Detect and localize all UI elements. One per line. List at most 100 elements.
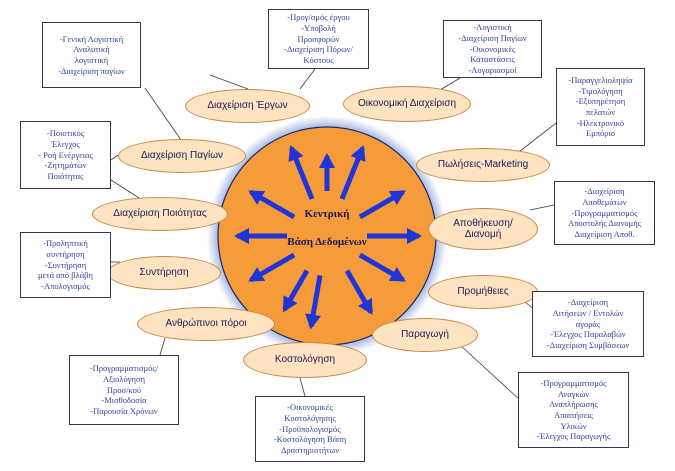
box-line: -Μισθοδοσία (101, 395, 147, 406)
module-sales-marketing[interactable]: Πωλήσεις-Marketing (416, 148, 550, 182)
box-line: -Διαχείριση (567, 297, 609, 308)
box-line: -Διαχείριση Παγίων (458, 33, 527, 44)
arrow-head (283, 295, 298, 313)
box-financial-management: -Λογιστική -Διαχείριση Παγίων -Οικονομικ… (443, 20, 542, 78)
module-procurement[interactable]: Προμήθειες (428, 275, 538, 309)
box-line: -Διαχείριση παγίων (58, 65, 125, 76)
box-line: Προσφορών (297, 33, 340, 44)
module-label: Πωλήσεις-Marketing (437, 159, 529, 171)
box-line: Αναπλήρωσης (549, 399, 598, 410)
box-line: -Τιμολόγηση (578, 85, 623, 96)
module-label: Οικονομική Διαχείριση (357, 98, 457, 110)
box-quality-management: -Ποιοτικός Έλεγχος - Ροή Ενέργειας -Ζητη… (20, 121, 111, 189)
module-costing[interactable]: Κοστολόγηση (243, 342, 367, 378)
connector-line (529, 204, 555, 211)
connector-line (110, 154, 119, 161)
box-line: -Προγραμματισμός (571, 207, 638, 218)
box-line: -Υποβολή (301, 23, 336, 34)
box-line: Ποιότητας (47, 170, 84, 181)
connector-line (514, 119, 561, 156)
module-maintenance[interactable]: Συντήρηση (107, 256, 221, 290)
box-line: Υλικών (560, 420, 587, 431)
box-line: -Συντήρηση (44, 259, 87, 270)
arrow-head (288, 145, 304, 163)
arrow-head (319, 153, 335, 168)
box-line: λογιστική (74, 55, 109, 65)
module-label: Παραγωγή (401, 329, 449, 341)
box-line: μετά από βλάβη (38, 270, 93, 281)
box-line: -Προγραμματισμός (540, 378, 607, 389)
box-line: -Διαχείριση (584, 186, 625, 197)
module-label: Διαχείριση Έργων (207, 100, 288, 112)
box-line: -Έλεγχος Παραλαβών (550, 329, 626, 340)
module-label: Προμήθειες (457, 286, 509, 298)
connector-line (209, 74, 249, 90)
module-quality-management[interactable]: Διαχείριση Ποιότητας (92, 197, 228, 231)
box-project-management: -Προγ/σμός έργου -Υποβολή Προσφορών -Δια… (268, 9, 369, 69)
box-human-resources: -Προγραμματισμός/ Αξιολόγηση Προσ/κού -Μ… (69, 355, 179, 425)
box-line: Αποστολής Διανομής (567, 218, 642, 229)
arrow-head (248, 267, 266, 282)
box-line: -Εξυπηρέτηση (575, 96, 626, 107)
box-line: Δραστηριοτήτων (280, 444, 340, 455)
box-asset-management: -Γενική Λογιστική Αναλυτική λογιστική -Δ… (42, 22, 141, 88)
module-project-management[interactable]: Διαχείριση Έργων (185, 89, 310, 123)
box-line: συντήρηση (46, 249, 85, 260)
connector-line (299, 68, 316, 90)
center-title-line2: Βάση Δεδομένων (287, 236, 367, 248)
box-line: -Έλεγχος Παραγωγής (536, 431, 611, 442)
box-line: -Ηλεκτρονικό (576, 117, 625, 128)
box-maintenance: -Προληπτική συντήρηση -Συντήρηση μετά απ… (20, 232, 111, 298)
box-line: - Ροή Ενέργειας (38, 149, 93, 160)
box-line: Διαχείριση Αποθ. (574, 228, 635, 239)
box-line: Αξιολόγηση (102, 374, 146, 385)
box-line: -Διαχείριση Συμβάσεων (546, 339, 630, 350)
box-line: Καταστάσεις (470, 54, 515, 65)
box-procurement: -Διαχείριση Αιτήσεων / Εντολών αγοράς -Έ… (532, 291, 644, 357)
center-title-line1: Κεντρική (304, 208, 350, 220)
arrow-head (350, 145, 366, 163)
box-line: Αναλυτική (73, 44, 110, 55)
box-line: Έλεγχος (51, 139, 80, 150)
box-line: Αιτήσεων / Εντολών (552, 308, 624, 319)
arrow-group (234, 145, 422, 330)
module-human-resources[interactable]: Ανθρώπινοι πόροι (137, 307, 275, 341)
box-line: -Οικονομικές (469, 43, 516, 54)
module-production[interactable]: Παραγωγή (372, 318, 478, 352)
box-line: Κόστους (303, 54, 334, 65)
module-label: Διαχείριση Ποιότητας (113, 208, 207, 220)
arrow-head (234, 228, 249, 244)
module-financial-management[interactable]: Οικονομική Διαχείριση (343, 86, 471, 122)
box-line: Προσ/κού (106, 384, 142, 395)
box-line: -Γενική Λογιστική (59, 33, 124, 44)
module-label: Συντήρηση (139, 267, 189, 279)
box-line: πελατών (585, 107, 616, 117)
box-line: -Προγραμματισμός/ (89, 363, 159, 374)
box-line: -Κοστολόγηση Βάση (273, 434, 347, 445)
box-line: -Προληπτική (43, 238, 88, 249)
module-label: Αποθήκευση/ Διανομή (453, 217, 513, 241)
arrow-head (358, 297, 373, 315)
connector-line (459, 344, 521, 401)
connector-line (299, 377, 306, 397)
box-line: -Ζητημάτων (44, 160, 87, 171)
box-warehouse-distribution: -Διαχείριση Αποθεμάτων -Προγραμματισμός … (554, 181, 655, 245)
box-line: -Ποιοτικός (46, 128, 85, 139)
box-line: -Διαχείριση Πόρων/ (284, 44, 353, 55)
module-label: Κοστολόγηση (274, 354, 336, 366)
box-sales-marketing: -Παραγγελιοληψία -Τιμολόγηση -Εξυπηρέτησ… (556, 68, 645, 146)
box-line: -Λογιστική (473, 22, 512, 33)
box-line: Αναγκών (557, 388, 590, 399)
box-line: Εμπόριο (585, 128, 616, 139)
module-label: Διαχείριση Παγίων (140, 150, 224, 162)
box-line: αγοράς (575, 318, 601, 329)
box-line: -Προγ/σμός έργου (287, 12, 350, 23)
module-label: Ανθρώπινοι πόροι (165, 318, 247, 330)
box-line: -Παρουσία Χρόνων (90, 405, 158, 416)
module-asset-management[interactable]: Διαχείριση Παγίων (118, 139, 246, 173)
module-warehouse-distribution[interactable]: Αποθήκευση/ Διανομή (428, 208, 538, 250)
arrow-head (305, 313, 321, 330)
arrow-head (248, 190, 266, 205)
box-line: -Οικονομικές (287, 402, 333, 413)
